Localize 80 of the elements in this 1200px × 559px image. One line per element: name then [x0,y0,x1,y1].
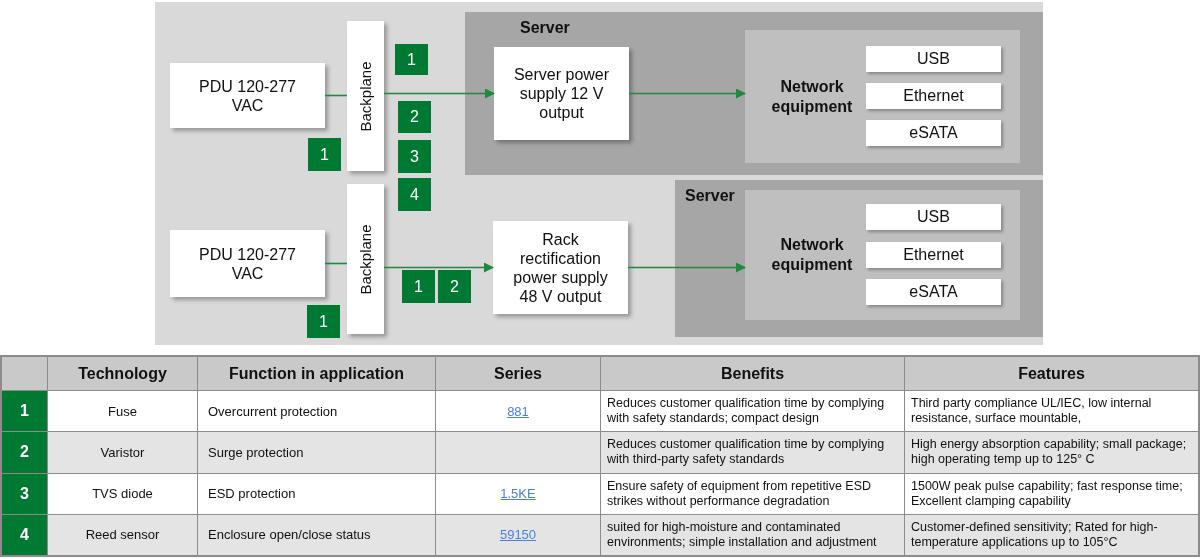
server-panel [675,180,1043,337]
series-link: 1.5KE [500,486,536,502]
features-text: High energy absorption capability; small package; high operating temp up to 125° C [905,432,1198,473]
port-label: USB [917,50,950,68]
port-box [866,46,1001,72]
badge-number: 3 [410,147,419,166]
badge-number: 1 [414,277,423,296]
badge-number: 1 [320,145,329,164]
badge-number: 2 [450,277,459,296]
technology-name: Varistor [48,432,197,473]
row-number: 2 [2,432,47,473]
column-header: Features [905,357,1198,390]
backplane-label: Backplane [357,223,374,295]
row-number: 4 [2,514,47,555]
port-label: eSATA [909,283,958,301]
port-box [866,242,1001,268]
process-box [170,63,325,128]
box-label: Rack rectification power supply 48 V output [512,229,609,306]
badge-number: 1 [407,50,416,69]
port-label: USB [917,208,950,226]
row-number: 3 [2,473,47,514]
port-box [866,279,1001,305]
backplane-bar [347,21,384,171]
technology-name: Reed sensor [48,514,197,555]
number-badge [438,270,471,303]
function-text: Surge protection [198,432,435,473]
port-label: Ethernet [903,246,964,264]
number-badge [398,101,431,133]
features-text: 1500W peak pulse capability; fast response time; Excellent clamping capability [905,473,1198,514]
function-text: Overcurrent protection [198,391,435,432]
series-link: 59150 [499,527,537,543]
port-box [866,83,1001,109]
function-text: Enclosure open/close status [198,514,435,555]
column-header: Series [436,357,600,390]
features-text: Third party compliance UL/IEC, low internal resistance, surface mountable, [905,391,1198,432]
network-equipment-panel [745,30,1020,163]
process-box [170,230,325,297]
box-label: PDU 120-277 VAC [198,244,297,283]
series-link: 881 [507,403,529,419]
arrow [628,88,746,99]
column-header: Technology [48,357,197,390]
number-badge [398,178,431,211]
row-number: 1 [2,391,47,432]
function-text: ESD protection [198,473,435,514]
box-label: Server power supply 12 V output [512,65,611,122]
number-badge [307,305,340,338]
box-label: PDU 120-277 VAC [198,76,297,115]
server-heading: Server [520,19,570,37]
benefits-text: Ensure safety of equipment from repetitive ESD strikes without performance degradation [601,473,904,514]
badge-number: 1 [319,312,328,331]
process-box [493,221,628,314]
number-badge [395,44,428,75]
technology-name: Fuse [48,391,197,432]
benefits-text: Reduces customer qualification time by complying with third-party safety standards [601,432,904,473]
benefits-text: Reduces customer qualification time by complying with safety standards; compact design [601,391,904,432]
number-badge [402,270,435,303]
badge-number: 4 [410,185,419,204]
technology-name: TVS diode [48,473,197,514]
server-heading: Server [685,187,735,205]
backplane-label: Backplane [357,60,374,132]
network-equipment-label: Network equipment [770,76,854,117]
benefits-text: suited for high-moisture and contaminated environments; simple installation and adjustment [601,514,904,555]
port-box [866,120,1001,146]
number-badge [308,138,341,171]
server-panel [465,12,1043,175]
column-header: Function in application [198,357,435,390]
arrow [383,262,494,273]
network-equipment-panel [745,190,1020,320]
process-box [494,47,629,140]
number-badge [398,140,431,173]
backplane-bar [347,184,384,334]
arrow [627,262,746,273]
arrow [383,88,495,99]
port-box [866,204,1001,230]
badge-number: 2 [410,108,419,126]
features-text: Customer-defined sensitivity; Rated for high-temperature applications up to 105°C [905,514,1198,555]
network-equipment-label: Network equipment [770,235,854,275]
port-label: eSATA [909,124,958,142]
column-header: Benefits [601,357,904,390]
port-label: Ethernet [903,87,964,105]
